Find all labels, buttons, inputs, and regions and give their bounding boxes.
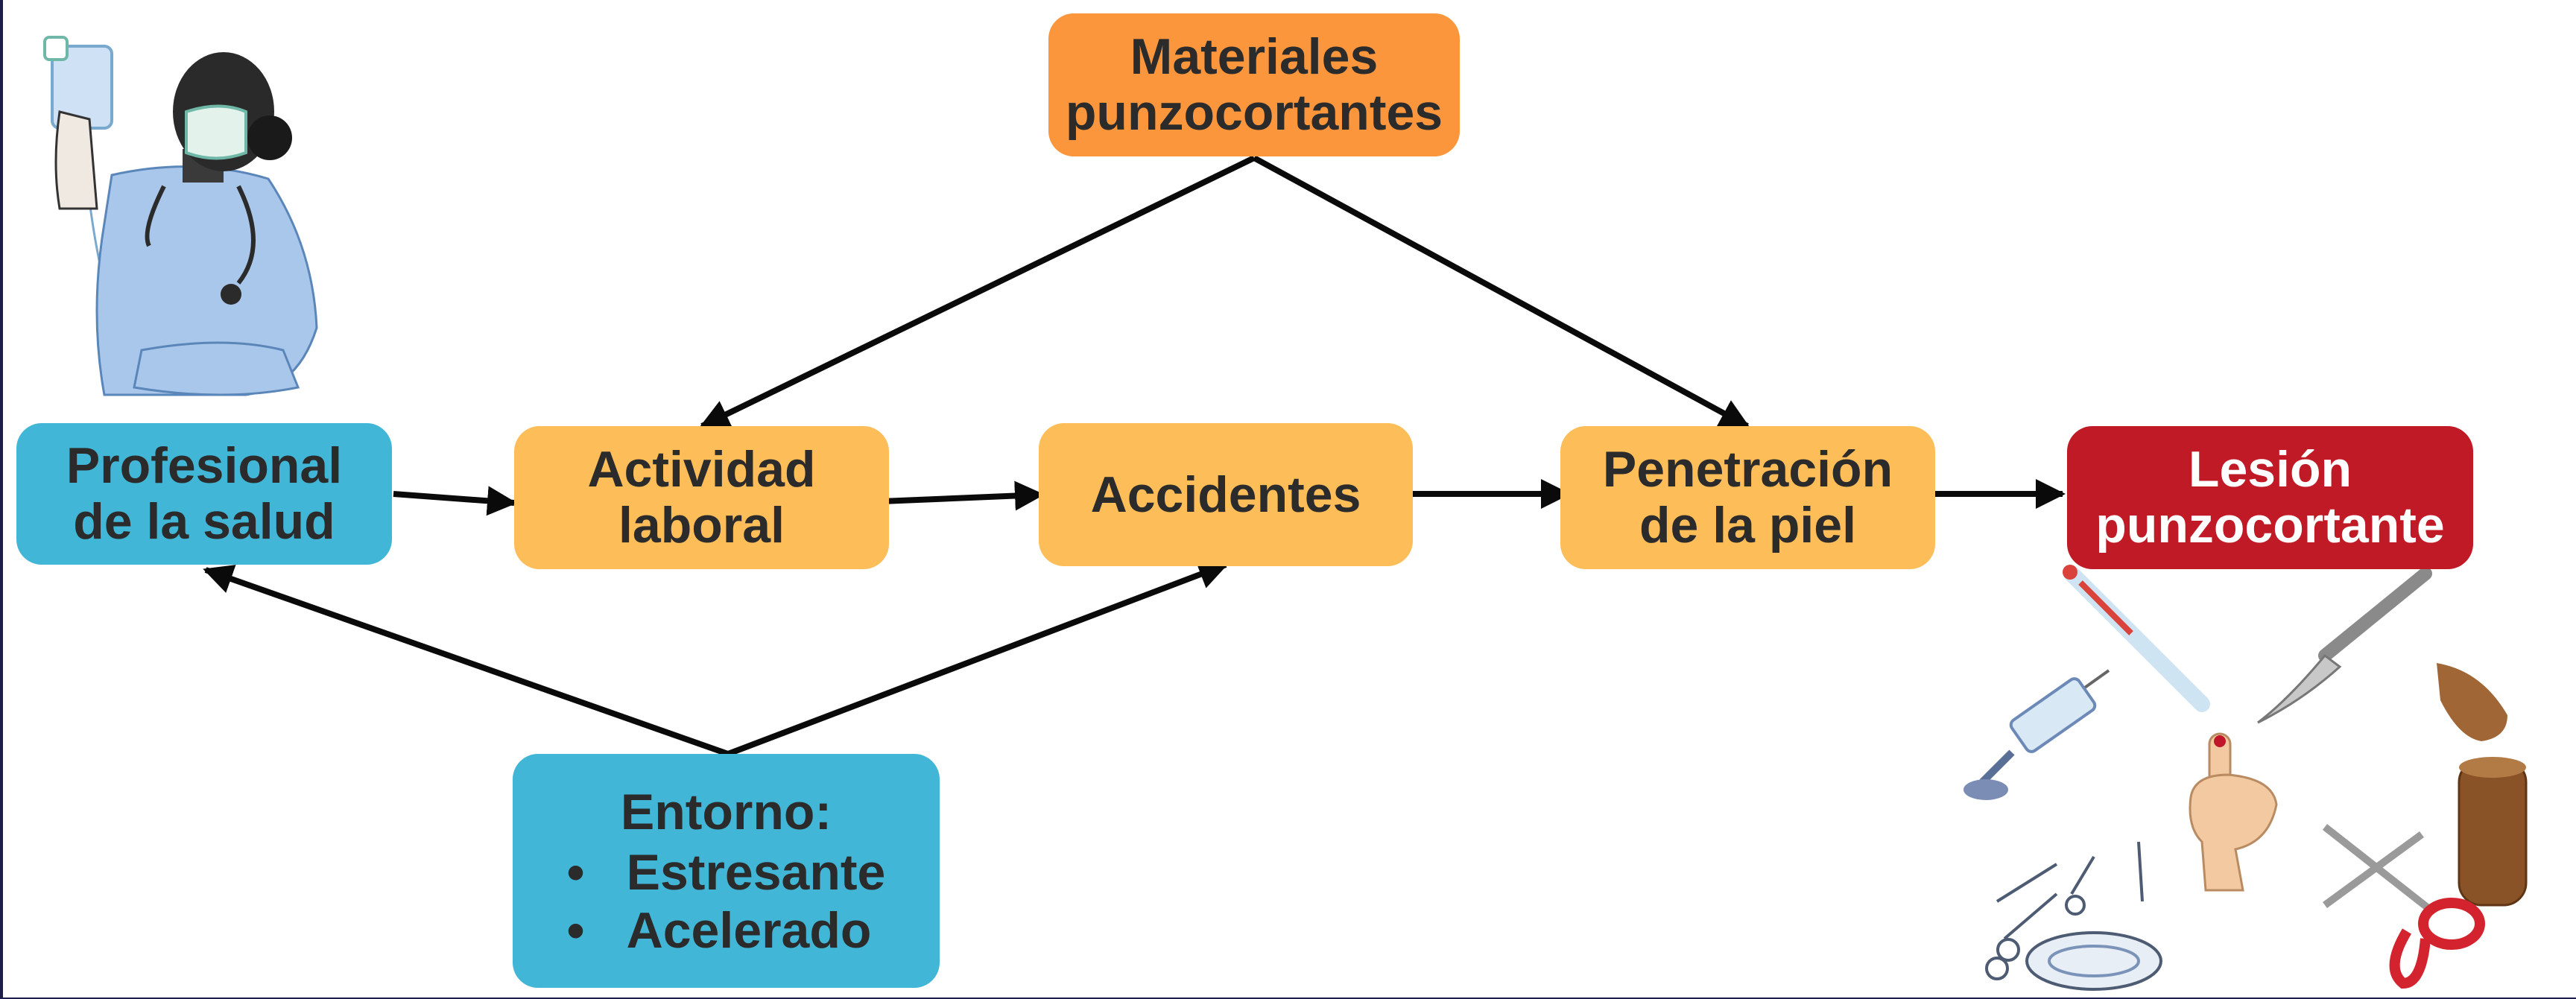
node-materiales-label: Materiales punzocortantes [1065, 28, 1443, 141]
node-actividad: Actividad laboral [514, 426, 889, 569]
node-lesion: Lesión punzocortante [2067, 426, 2473, 569]
node-accidentes-label: Accidentes [1090, 466, 1361, 523]
scalpel-icon [2257, 567, 2432, 724]
node-entorno: Entorno: •Estresante •Acelerado [513, 754, 940, 988]
thermometer-icon [2063, 565, 2210, 712]
arrow-entorno-to-profesional [203, 565, 730, 757]
surgical-instruments-icon [1985, 841, 2162, 991]
list-item-label: Acelerado [626, 901, 872, 959]
list-item: •Estresante [566, 843, 886, 901]
finger-wound-icon [2189, 732, 2278, 892]
node-lesion-label: Lesión punzocortante [2095, 441, 2445, 554]
arrow-actividad-to-accidentes [881, 481, 1045, 511]
node-accidentes: Accidentes [1039, 423, 1413, 566]
arrow-materiales-to-penetracion [1253, 155, 1750, 429]
list-item-label: Estresante [626, 843, 886, 901]
scissors-icon [2322, 824, 2485, 989]
ampoule-icon [2437, 663, 2507, 741]
vial-icon [2458, 757, 2528, 907]
arrow-entorno-to-accidentes [727, 560, 1229, 757]
node-actividad-label: Actividad laboral [587, 441, 816, 554]
node-penetracion: Penetración de la piel [1560, 426, 1935, 569]
node-profesional-label: Profesional de la salud [66, 437, 343, 550]
node-materiales: Materiales punzocortantes [1048, 13, 1460, 156]
syringe-icon [1963, 669, 2110, 800]
arrow-profesional-to-actividad [393, 486, 517, 516]
node-entorno-title: Entorno: [620, 784, 832, 841]
node-profesional: Profesional de la salud [16, 423, 392, 565]
list-item: •Acelerado [566, 901, 872, 959]
node-penetracion-label: Penetración de la piel [1602, 441, 1893, 554]
node-entorno-list: •Estresante •Acelerado [567, 843, 886, 960]
arrow-materiales-to-actividad [699, 155, 1256, 429]
